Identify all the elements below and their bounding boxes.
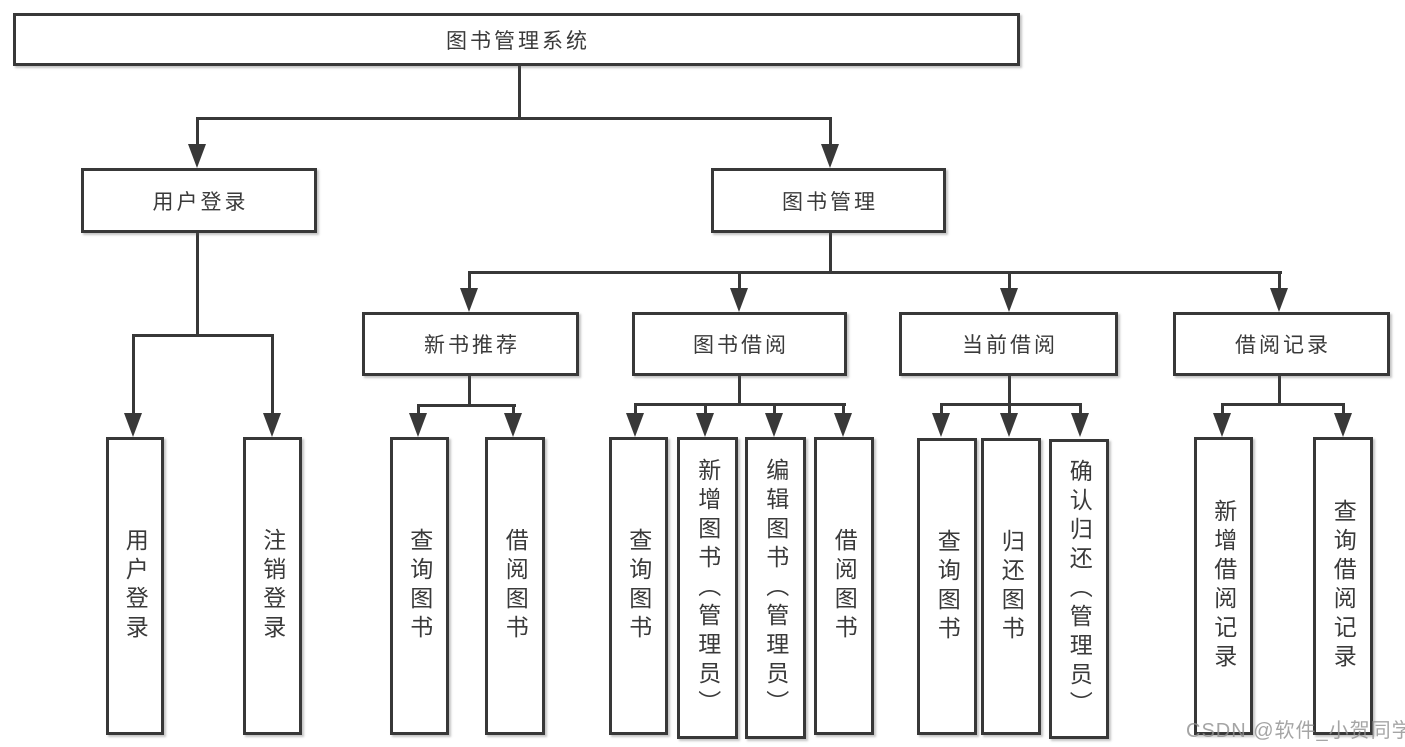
arrow-down-icon (1000, 413, 1018, 437)
node-current-borrow: 当前借阅 (899, 312, 1118, 376)
arrow-down-icon (409, 413, 427, 437)
arrow-down-icon (504, 413, 522, 437)
arrow-down-icon (932, 413, 950, 437)
leaf-label: 借阅图书 (831, 528, 858, 644)
arrow-down-icon (124, 413, 142, 437)
connector-drop-user-login (196, 117, 199, 147)
node-root-label: 图书管理系统 (446, 29, 590, 53)
connector-g3-stem (1008, 376, 1011, 406)
arrow-down-icon (626, 413, 644, 437)
leaf-borrow-books: 借阅图书 (814, 437, 874, 735)
leaf-logout-label: 注销登录 (259, 528, 286, 644)
leaf-query-books-current: 查询图书 (917, 438, 977, 735)
connector-mgmt-drop4 (1278, 271, 1281, 290)
connector-root-stem (518, 66, 521, 120)
connector-g4-hline (1221, 403, 1345, 406)
connector-g3-drop1 (940, 403, 943, 415)
leaf-label: 借阅图书 (502, 528, 529, 644)
leaf-query-borrow-record: 查询借阅记录 (1313, 437, 1373, 735)
leaf-label: 查询图书 (625, 528, 652, 644)
arrow-down-icon (1270, 288, 1288, 312)
arrow-down-icon (460, 288, 478, 312)
node-new-book-recommendation-label: 新书推荐 (424, 334, 520, 357)
leaf-add-book-admin: 新增图书（管理员） (677, 437, 738, 739)
leaf-query-books-recommend: 查询图书 (390, 437, 449, 735)
connector-g3-drop3 (1079, 403, 1082, 415)
arrow-down-icon (1000, 288, 1018, 312)
arrow-down-icon (1071, 413, 1089, 437)
connector-g2-hline (634, 403, 846, 406)
node-book-management-label: 图书管理 (782, 190, 878, 214)
connector-login-drop2 (271, 334, 274, 416)
connector-g3-drop2 (1008, 403, 1011, 415)
connector-g4-drop1 (1221, 403, 1224, 415)
leaf-return-books: 归还图书 (981, 438, 1041, 735)
connector-g2-drop3 (773, 403, 776, 415)
leaf-label: 编辑图书（管理员） (762, 457, 789, 719)
node-borrow-records-label: 借阅记录 (1235, 334, 1331, 357)
arrow-down-icon (730, 288, 748, 312)
node-book-management: 图书管理 (711, 168, 946, 233)
leaf-add-borrow-record: 新增借阅记录 (1194, 437, 1253, 735)
leaf-borrow-books-recommend: 借阅图书 (485, 437, 545, 735)
connector-mgmt-drop1 (468, 271, 471, 290)
connector-g1-drop1 (417, 404, 420, 415)
connector-g4-drop2 (1342, 403, 1345, 415)
arrow-down-icon (1213, 413, 1231, 437)
connector-g2-drop1 (634, 403, 637, 415)
connector-g2-drop4 (842, 403, 845, 415)
leaf-label: 查询借阅记录 (1330, 499, 1357, 673)
connector-level1-hline (196, 117, 832, 120)
connector-login-hline (132, 334, 274, 337)
arrow-down-icon (1334, 413, 1352, 437)
leaf-edit-book-admin: 编辑图书（管理员） (745, 437, 806, 739)
node-new-book-recommendation: 新书推荐 (362, 312, 579, 376)
leaf-label: 查询图书 (934, 528, 961, 645)
connector-g1-hline (417, 404, 516, 407)
leaf-logout: 注销登录 (243, 437, 302, 735)
leaf-label: 归还图书 (998, 528, 1025, 645)
connector-login-stem (196, 233, 199, 337)
leaf-user-login-label: 用户登录 (122, 528, 149, 644)
arrow-down-icon (821, 144, 839, 168)
leaf-confirm-return-admin: 确认归还（管理员） (1049, 439, 1109, 739)
connector-drop-book-mgmt (829, 117, 832, 147)
node-book-borrow-label: 图书借阅 (693, 334, 789, 357)
leaf-label: 新增借阅记录 (1210, 499, 1237, 673)
connector-mgmt-stem (829, 233, 832, 274)
leaf-label: 确认归还（管理员） (1066, 458, 1093, 720)
node-book-borrow: 图书借阅 (632, 312, 847, 376)
node-user-login-label: 用户登录 (152, 190, 249, 214)
leaf-query-books-borrow: 查询图书 (609, 437, 668, 735)
connector-mgmt-drop3 (1008, 271, 1011, 290)
connector-g1-drop2 (512, 404, 515, 415)
leaf-user-login: 用户登录 (106, 437, 164, 735)
node-root: 图书管理系统 (13, 13, 1020, 66)
arrow-down-icon (188, 144, 206, 168)
leaf-label: 新增图书（管理员） (694, 457, 721, 719)
csdn-watermark: CSDN @软件_小贺同学 (1186, 720, 1405, 742)
connector-g2-drop2 (704, 403, 707, 415)
connector-g2-stem (738, 376, 741, 406)
connector-g1-stem (468, 376, 471, 407)
node-user-login: 用户登录 (81, 168, 317, 233)
connector-mgmt-drop2 (738, 271, 741, 290)
arrow-down-icon (696, 413, 714, 437)
arrow-down-icon (263, 413, 281, 437)
node-current-borrow-label: 当前借阅 (962, 334, 1058, 357)
arrow-down-icon (834, 413, 852, 437)
connector-g4-stem (1278, 376, 1281, 406)
connector-mgmt-hline (468, 271, 1282, 274)
connector-g3-hline (940, 403, 1082, 406)
node-borrow-records: 借阅记录 (1173, 312, 1390, 376)
arrow-down-icon (765, 413, 783, 437)
leaf-label: 查询图书 (406, 528, 433, 644)
connector-login-drop1 (132, 334, 135, 416)
